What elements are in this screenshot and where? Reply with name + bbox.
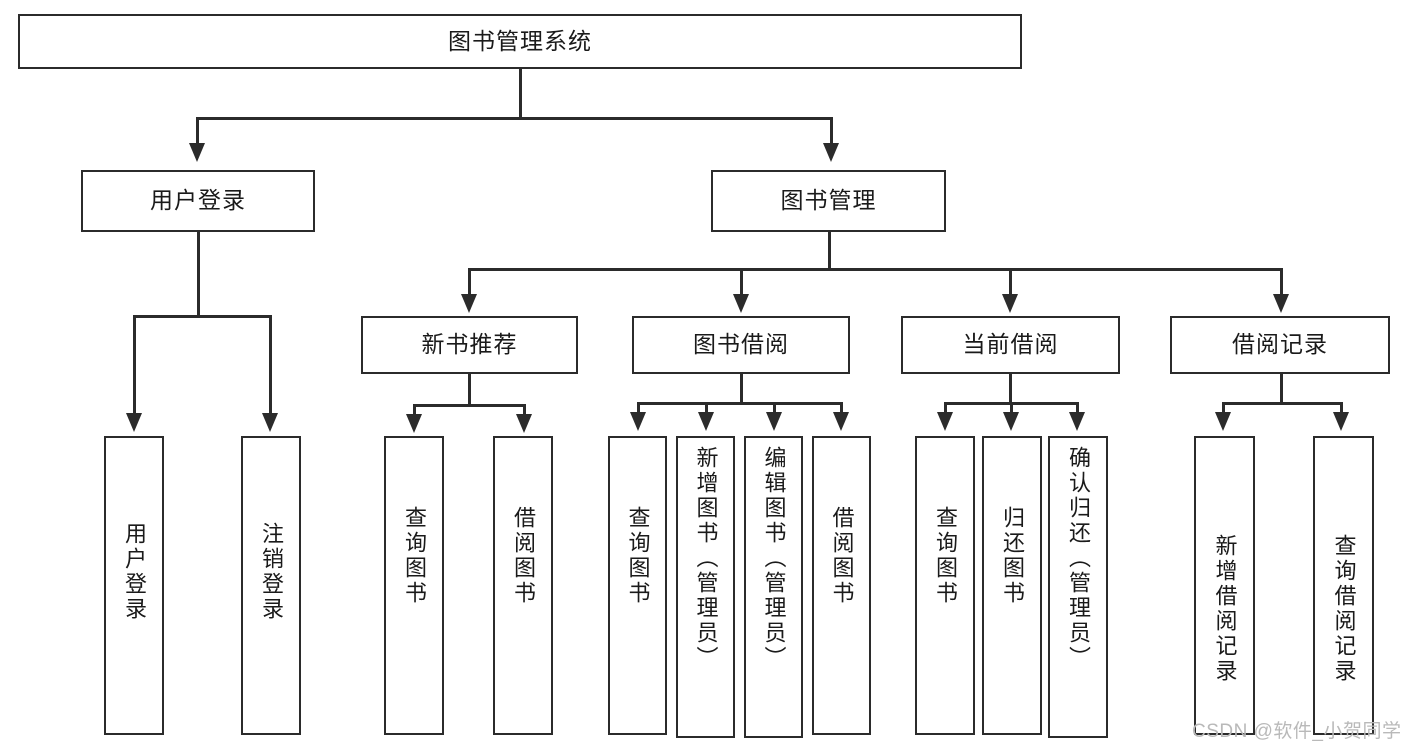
connector-book-manage-drop-3 (1009, 268, 1012, 296)
connector-book-borrow-stem (740, 374, 743, 404)
connector-root-stem (519, 69, 522, 117)
arrow-to-book-borrow (733, 294, 749, 313)
connector-user-login-bus (133, 315, 269, 318)
node-label: 用户登录 (121, 522, 147, 622)
csdn-watermark: CSDN @软件_小贺同学 (1192, 721, 1402, 742)
leaf-node-add-borrow-record[interactable]: 新增借阅记录 (1194, 436, 1255, 735)
leaf-node-query-book-3[interactable]: 查询图书 (915, 436, 975, 735)
node-label: 编辑图书（管理员） (761, 446, 787, 671)
node-label: 当前借阅 (962, 331, 1059, 358)
connector-user-login-drop-1 (133, 315, 136, 415)
connector-new-book-recommend-stem (468, 374, 471, 406)
arrow-to-leaf-logout-login (262, 413, 278, 432)
node-label: 用户登录 (150, 187, 246, 214)
node-label: 借阅记录 (1232, 331, 1328, 358)
node-label: 归还图书 (999, 506, 1025, 606)
arrow-to-leaf-query-book-2 (630, 412, 646, 431)
arrow-to-leaf-query-borrow-record (1333, 412, 1349, 431)
arrow-to-new-book-recommend (461, 294, 477, 313)
connector-bb-drop-1 (637, 402, 640, 414)
leaf-node-query-book-1[interactable]: 查询图书 (384, 436, 444, 735)
arrow-to-leaf-edit-book-admin (766, 412, 782, 431)
leaf-node-query-borrow-record[interactable]: 查询借阅记录 (1313, 436, 1374, 735)
leaf-node-user-login[interactable]: 用户登录 (104, 436, 164, 735)
arrow-to-leaf-add-book-admin (698, 412, 714, 431)
connector-bb-drop-4 (840, 402, 843, 414)
arrow-to-user-login (189, 143, 205, 162)
node-label: 图书管理 (780, 187, 877, 214)
node-book-borrow[interactable]: 图书借阅 (632, 316, 850, 374)
node-label: 新增借阅记录 (1212, 534, 1238, 684)
node-label: 图书管理系统 (448, 27, 592, 54)
connector-user-login-drop-2 (269, 315, 272, 415)
leaf-node-confirm-return-admin[interactable]: 确认归还（管理员） (1048, 436, 1108, 738)
node-label: 新书推荐 (421, 331, 518, 358)
connector-br-drop-1 (1222, 402, 1225, 414)
node-borrow-record[interactable]: 借阅记录 (1170, 316, 1390, 374)
node-label: 查询图书 (401, 506, 427, 606)
connector-bb-drop-3 (773, 402, 776, 414)
connector-root-drop-left (196, 117, 199, 145)
arrow-to-current-borrow (1002, 294, 1018, 313)
arrow-to-borrow-record (1273, 294, 1289, 313)
node-label: 查询借阅记录 (1331, 534, 1357, 684)
connector-book-manage-bus (468, 268, 1283, 271)
node-label: 图书借阅 (693, 331, 789, 358)
arrow-to-leaf-borrow-book-2 (833, 412, 849, 431)
connector-new-book-recommend-bus (413, 404, 525, 407)
arrow-to-book-manage (823, 143, 839, 162)
connector-nbr-drop-1 (413, 404, 416, 418)
connector-bb-drop-2 (705, 402, 708, 414)
leaf-node-logout-login[interactable]: 注销登录 (241, 436, 301, 735)
node-label: 查询图书 (625, 506, 651, 606)
arrow-to-leaf-query-book-3 (937, 412, 953, 431)
connector-cb-drop-1 (944, 402, 947, 414)
node-root-system[interactable]: 图书管理系统 (18, 14, 1022, 69)
leaf-node-add-book-admin[interactable]: 新增图书（管理员） (676, 436, 735, 738)
node-user-login[interactable]: 用户登录 (81, 170, 315, 232)
arrow-to-leaf-borrow-book-1 (516, 414, 532, 433)
connector-borrow-record-bus (1222, 402, 1342, 405)
leaf-node-return-book[interactable]: 归还图书 (982, 436, 1042, 735)
arrow-to-leaf-add-borrow-record (1215, 412, 1231, 431)
leaf-node-borrow-book-1[interactable]: 借阅图书 (493, 436, 553, 735)
connector-user-login-stem (197, 232, 200, 317)
connector-book-borrow-bus (637, 402, 842, 405)
node-label: 确认归还（管理员） (1065, 446, 1091, 671)
connector-nbr-drop-2 (523, 404, 526, 418)
arrow-to-leaf-user-login (126, 413, 142, 432)
connector-book-manage-stem (828, 232, 831, 270)
connector-book-manage-drop-1 (468, 268, 471, 296)
arrow-to-leaf-return-book (1003, 412, 1019, 431)
leaf-node-borrow-book-2[interactable]: 借阅图书 (812, 436, 871, 735)
node-current-borrow[interactable]: 当前借阅 (901, 316, 1120, 374)
connector-borrow-record-stem (1280, 374, 1283, 404)
connector-book-manage-drop-4 (1280, 268, 1283, 296)
connector-book-manage-drop-2 (740, 268, 743, 296)
arrow-to-leaf-query-book-1 (406, 414, 422, 433)
connector-cb-drop-3 (1076, 402, 1079, 414)
connector-root-bus (196, 117, 833, 120)
connector-br-drop-2 (1340, 402, 1343, 414)
node-label: 新增图书（管理员） (693, 446, 719, 671)
node-new-book-recommend[interactable]: 新书推荐 (361, 316, 578, 374)
leaf-node-query-book-2[interactable]: 查询图书 (608, 436, 667, 735)
connector-current-borrow-stem (1009, 374, 1012, 404)
node-book-manage[interactable]: 图书管理 (711, 170, 946, 232)
arrow-to-leaf-confirm-return-admin (1069, 412, 1085, 431)
leaf-node-edit-book-admin[interactable]: 编辑图书（管理员） (744, 436, 803, 738)
node-label: 借阅图书 (510, 506, 536, 606)
node-label: 注销登录 (258, 522, 284, 622)
connector-root-drop-right (830, 117, 833, 145)
connector-cb-drop-2 (1010, 402, 1013, 414)
node-label: 借阅图书 (829, 506, 855, 606)
node-label: 查询图书 (932, 506, 958, 606)
